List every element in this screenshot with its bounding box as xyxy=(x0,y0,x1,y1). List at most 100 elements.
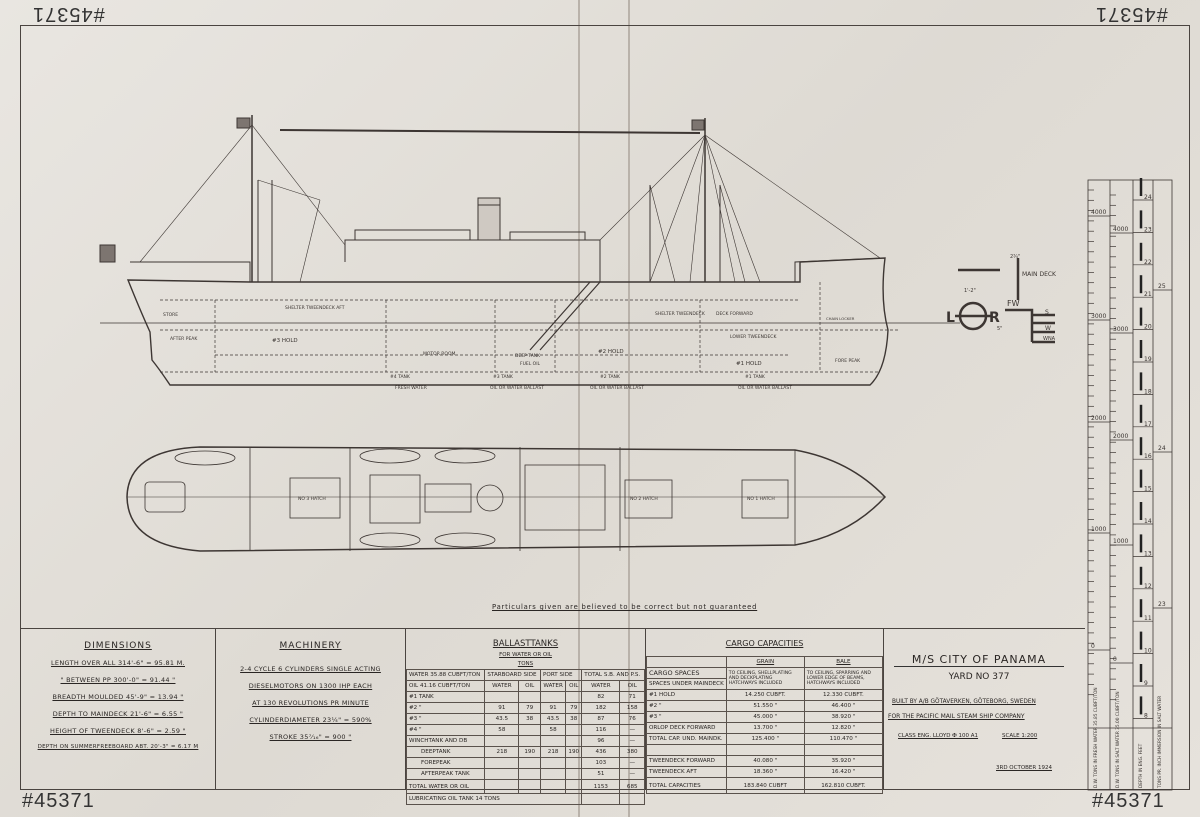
funnel-plan xyxy=(476,484,504,512)
poop-deck xyxy=(130,261,251,282)
header-cargo-spaces: Cargo spaces xyxy=(646,667,727,679)
ballast-cell-so xyxy=(518,757,542,769)
machinery-line: at 130 revolutions pr minute xyxy=(252,699,369,707)
cargo-cell-label: Tweendeck aft xyxy=(646,766,727,778)
ballast-cell-so xyxy=(518,768,542,780)
l-mark: L xyxy=(946,310,955,326)
cargo-row: Tweendeck aft18.360 "16.420 " xyxy=(646,766,884,778)
depth-tick: 12 xyxy=(1144,583,1152,590)
freeboard-mark xyxy=(955,258,1055,344)
depth-tick: 21 xyxy=(1144,291,1152,298)
fresh-water-tick: 2000 xyxy=(1091,415,1106,422)
label-deep-tank: DEEP TANK xyxy=(515,353,541,359)
salt-water-tick: 0 xyxy=(1113,656,1117,663)
ballast-cell-label: #3 " xyxy=(405,713,486,725)
label-deck-forward: DECK FORWARD xyxy=(716,311,753,317)
cargo-cell-bale: 46.400 " xyxy=(803,700,884,712)
dimension-line: Depth to maindeck 21'-6" = 6.55 " xyxy=(52,710,184,718)
machinery-line: Dieselmotors on 1300 IHP each xyxy=(248,682,373,690)
hatch-1 xyxy=(741,479,789,519)
lifeboat xyxy=(174,450,236,466)
label-fuel-oil: FUEL OIL xyxy=(520,361,541,367)
header-grain: Grain xyxy=(725,656,805,668)
ballast-subtitle: For water or oil xyxy=(499,652,552,658)
ballast-cell-po: 38 xyxy=(565,713,583,725)
cargo-cell-label: Total cap. und. maindk. xyxy=(646,733,727,745)
total-oil: 685 xyxy=(619,779,645,794)
col-oil: Oil xyxy=(619,680,645,692)
label-tank-4: #4 TANK xyxy=(390,374,411,380)
depth-tick: 24 xyxy=(1144,194,1152,201)
ballast-cell-to: — xyxy=(619,724,645,736)
ballast-cell-to: — xyxy=(619,735,645,747)
fold-line xyxy=(578,0,580,817)
ballast-cell-to: 76 xyxy=(619,713,645,725)
ship-name: M/S City of Panama xyxy=(894,653,1064,667)
stern-flag xyxy=(99,244,116,263)
deckhouse xyxy=(369,474,421,524)
ballast-cell-tw: 87 xyxy=(581,713,621,725)
depth-tick: 16 xyxy=(1144,453,1152,460)
salt-water-tick: 4000 xyxy=(1113,226,1128,233)
ballast-cell-to: 380 xyxy=(619,746,645,758)
disclaimer-note: Particulars given are believed to be cor… xyxy=(492,603,758,611)
ballast-tanks-panel: Ballasttanks For water or oil Tons Water… xyxy=(405,628,645,805)
label-ballast-2: OIL OR WATER BALLAST xyxy=(590,385,644,391)
tpi-tick: 25 xyxy=(1158,283,1166,290)
cargo-cell-grain: 40.080 " xyxy=(725,755,805,767)
ballast-cell-so xyxy=(518,735,542,747)
class: Class Eng. Lloyd ✠ 100 A1 xyxy=(898,733,979,739)
machinery-line: 2-4 cycle 6 cylinders single acting xyxy=(240,665,381,673)
header-port: Port side xyxy=(540,669,583,681)
lube-oil-tank: Lubricating oil tank 14 tons xyxy=(405,793,583,805)
cargo-cell-bale: 16.420 " xyxy=(803,766,884,778)
header-tons-per-inch: TONS PR. INCH IMMERSION IN SALT WATER xyxy=(1157,696,1163,789)
depth-tick: 13 xyxy=(1144,550,1152,557)
lifeboat xyxy=(434,448,496,464)
machinery-title: Machinery xyxy=(279,641,342,651)
header-water-rate: Water 35.88 cubft/ton xyxy=(405,669,486,681)
bridge-superstructure xyxy=(344,229,601,282)
cargo-title: Cargo capacities xyxy=(725,639,804,648)
ballast-cell-sw: 58 xyxy=(484,724,520,736)
label-shelter-fwd: SHELTER TWEENDECK xyxy=(655,311,706,317)
cargo-row: Tweendeck forward40.080 "35.920 " xyxy=(646,755,884,767)
grain-description: To ceiling, shellplating and deckplating… xyxy=(725,667,805,690)
cargo-cell-grain: 13.700 " xyxy=(725,722,805,734)
ballast-cell-tw: 182 xyxy=(581,702,621,714)
ballast-cell-pw xyxy=(540,735,567,747)
label-hold-2: #2 HOLD xyxy=(598,349,624,355)
cargo-cell-label: Orlop deck forward xyxy=(646,722,727,734)
depth-tick: 17 xyxy=(1144,421,1152,428)
r-mark: R xyxy=(989,310,1000,326)
ballast-cell-sw xyxy=(484,768,520,780)
dimension-line: Breadth moulded 45'-9" = 13.94 " xyxy=(52,693,184,701)
w-mark: W xyxy=(1045,325,1051,332)
owner: for the Pacific Mail Steam Ship Company xyxy=(888,713,1025,720)
dim-1-2: 1'-2" xyxy=(964,288,976,294)
dimension-line: Height of tweendeck 8'-6" = 2.59 " xyxy=(50,727,186,735)
forecastle xyxy=(794,257,886,282)
ballast-row: #1 Tank8271 xyxy=(405,691,645,703)
cargo-row: #2 "51.550 "46.400 " xyxy=(646,700,884,712)
stay-wire xyxy=(279,129,701,134)
cargo-table: GrainBale Cargo spacesTo ceiling, shellp… xyxy=(646,656,884,794)
total-water: 1153 xyxy=(581,779,621,794)
ballast-cell-sw xyxy=(484,691,520,703)
header-total: Total S.B. and P.S. xyxy=(581,669,645,681)
depth-tick: 23 xyxy=(1144,226,1152,233)
header-bale: Bale xyxy=(803,656,884,668)
label-hold-1: #1 HOLD xyxy=(736,361,762,367)
ballast-unit: Tons xyxy=(517,661,534,667)
ballast-cell-sw: 43.5 xyxy=(484,713,520,725)
cargo-cell-label: #2 " xyxy=(646,700,727,712)
label-ballast-3: OIL OR WATER BALLAST xyxy=(490,385,544,391)
label-hatch-1: NO 1 HATCH xyxy=(747,496,775,502)
machinery-line: Stroke 35⁷⁄₁₆" = 900 " xyxy=(269,733,352,741)
ballast-cell-po: 190 xyxy=(565,746,583,758)
cargo-cell-grain: 18.360 " xyxy=(725,766,805,778)
col-oil: Oil xyxy=(518,680,542,692)
hull-profile xyxy=(126,257,889,386)
